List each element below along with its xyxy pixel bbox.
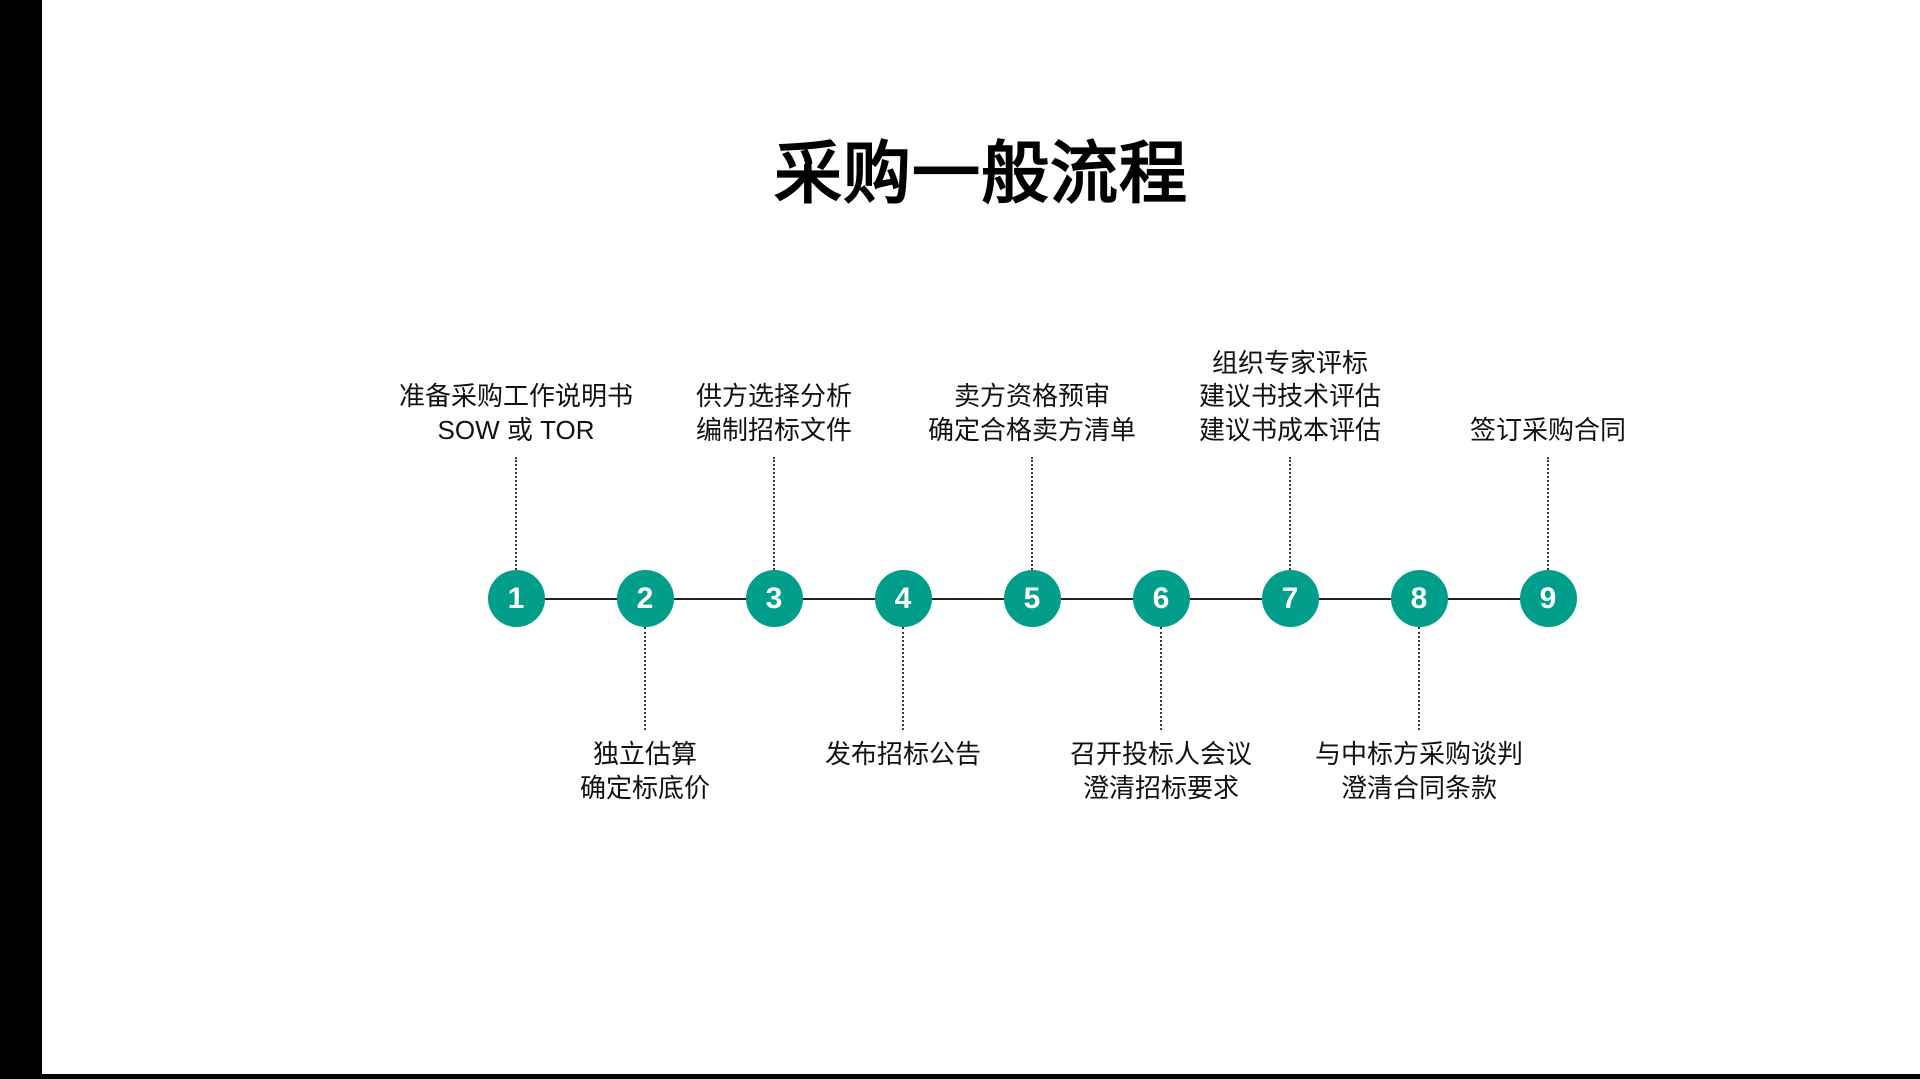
timeline-label-8: 与中标方采购谈判澄清合同条款	[1259, 738, 1579, 805]
label-line: 澄清招标要求	[1082, 772, 1239, 803]
timeline-leader-9	[1547, 457, 1549, 570]
label-line: 签订采购合同	[1469, 414, 1626, 445]
timeline-node-6[interactable]: 6	[1132, 570, 1190, 627]
timeline-node-2[interactable]: 2	[616, 570, 674, 627]
label-line: 卖方资格预审	[953, 381, 1110, 411]
timeline-leader-3	[773, 457, 775, 570]
timeline-label-3: 供方选择分析编制招标文件	[614, 380, 934, 447]
left-letterbox-bar	[0, 0, 42, 1079]
label-line: 组织专家评标	[1211, 347, 1368, 378]
timeline-label-7: 组织专家评标建议书技术评估建议书成本评估	[1130, 347, 1450, 448]
timeline-leader-5	[1031, 457, 1033, 570]
label-line: 独立估算	[592, 739, 697, 769]
label-line: 发布招标公告	[824, 739, 981, 769]
timeline-leader-4	[902, 627, 904, 730]
timeline-node-4[interactable]: 4	[874, 570, 932, 627]
timeline-label-2: 独立估算确定标底价	[485, 738, 805, 805]
label-line: 准备采购工作说明书	[398, 381, 633, 411]
timeline-label-6: 召开投标人会议澄清招标要求	[1001, 738, 1321, 805]
timeline-label-5: 卖方资格预审确定合格卖方清单	[872, 380, 1192, 447]
timeline-node-8[interactable]: 8	[1390, 570, 1448, 627]
label-line: 供方选择分析	[695, 381, 852, 411]
label-line: 澄清合同条款	[1340, 772, 1497, 803]
timeline-node-7[interactable]: 7	[1261, 570, 1319, 627]
timeline-leader-2	[644, 627, 646, 730]
timeline-leader-8	[1418, 627, 1420, 730]
label-line: 与中标方采购谈判	[1314, 739, 1523, 769]
timeline-label-4: 发布招标公告	[743, 738, 1063, 772]
timeline-leader-1	[515, 457, 517, 570]
timeline-leader-6	[1160, 627, 1162, 730]
bottom-letterbox-bar	[0, 1074, 1920, 1079]
timeline-node-5[interactable]: 5	[1003, 570, 1061, 627]
label-line: 确定标底价	[579, 772, 710, 803]
label-line: 建议书技术评估	[1198, 381, 1381, 412]
timeline-node-9[interactable]: 9	[1519, 570, 1577, 627]
label-line: 确定合格卖方清单	[927, 414, 1136, 445]
label-line: 编制招标文件	[695, 414, 852, 445]
label-line: 召开投标人会议	[1069, 739, 1252, 769]
timeline-node-3[interactable]: 3	[745, 570, 803, 627]
timeline-node-1[interactable]: 1	[487, 570, 545, 627]
timeline-leader-7	[1289, 457, 1291, 570]
label-line: 建议书成本评估	[1198, 414, 1381, 445]
label-line: SOW 或 TOR	[437, 414, 595, 445]
timeline-label-9: 签订采购合同	[1388, 414, 1708, 448]
page-title: 采购一般流程	[773, 136, 1188, 212]
